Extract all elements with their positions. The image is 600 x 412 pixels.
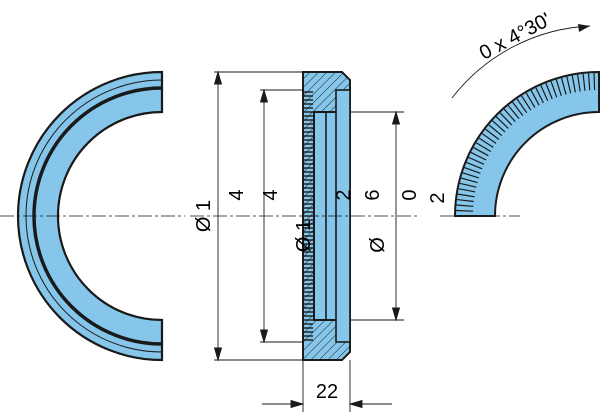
tooth-line [545, 83, 553, 100]
tooth-line [462, 172, 480, 179]
label-outer-diameter: Ø 1 [193, 200, 215, 232]
tooth-line [460, 177, 478, 184]
tooth-line [468, 156, 485, 165]
arrow-outer-top [213, 70, 223, 85]
tooth-line [507, 105, 520, 120]
arrow-bore-bottom [391, 307, 401, 322]
tooth-line [535, 87, 544, 104]
tooth-line [499, 112, 513, 126]
tooth-line [491, 120, 506, 133]
label-right-diameter-symbol: Ø [367, 237, 389, 253]
angle-arrow [578, 24, 590, 32]
tooth-line [550, 81, 558, 98]
left-ring-body [16, 70, 164, 362]
label-width: 22 [316, 381, 338, 403]
label-bore-diameter-left: 2 [333, 189, 355, 200]
label-middle-diameter: 4 [260, 189, 282, 200]
tooth-line [530, 89, 540, 106]
tooth-line [459, 182, 477, 188]
tooth-line [473, 147, 489, 157]
tooth-line [475, 142, 492, 152]
tooth-line [587, 73, 591, 91]
tooth-line [495, 116, 509, 129]
tooth-line [540, 85, 549, 102]
tooth-line [456, 198, 474, 203]
tooth-line [481, 133, 497, 144]
tooth-line [464, 166, 481, 174]
tooth-line [485, 128, 500, 140]
arrow-mid-bottom [259, 329, 269, 344]
tooth-line [516, 98, 528, 114]
tooth-line [525, 92, 536, 108]
arrow-bore-top [391, 110, 401, 125]
label-angle: 0 x 4°30' [476, 9, 555, 65]
tooth-line [503, 108, 516, 123]
label-bore-diameter-right: 6 [362, 189, 384, 200]
arrow-outer-bottom [213, 347, 223, 362]
tooth-line [478, 137, 494, 148]
left-half-ring-view [0, 70, 185, 362]
right-serrated-view: 0 x 4°30' 2 [427, 9, 600, 217]
tooth-line [571, 75, 576, 93]
tooth-line [488, 124, 503, 137]
tooth-line [593, 73, 596, 91]
right-ring-body [453, 70, 600, 217]
tooth-line [470, 151, 487, 161]
arrow-width-right [348, 399, 363, 409]
tooth-line [456, 204, 474, 207]
arrow-width-left [290, 399, 305, 409]
tooth-line [582, 73, 586, 91]
label-outer-diameter-digit: 4 [226, 189, 248, 200]
center-section-view: Ø 1 4 4 Ø 1 2 6 Ø 0 22 [190, 70, 421, 412]
angle-arc [451, 25, 591, 99]
label-teeth: 2 [427, 192, 449, 203]
tooth-line [466, 161, 483, 170]
tooth-line [458, 188, 476, 193]
tooth-line [555, 79, 562, 96]
tooth-line [457, 193, 475, 198]
label-right-diameter-value: 0 [399, 189, 421, 200]
tooth-line [456, 209, 474, 212]
tooth-line [566, 76, 572, 94]
tooth-line [577, 74, 581, 92]
arrow-mid-top [259, 88, 269, 103]
tooth-line [521, 95, 532, 111]
tooth-line [512, 101, 524, 116]
label-inner-diameter: Ø 1 [293, 220, 315, 252]
tooth-line [560, 77, 567, 95]
